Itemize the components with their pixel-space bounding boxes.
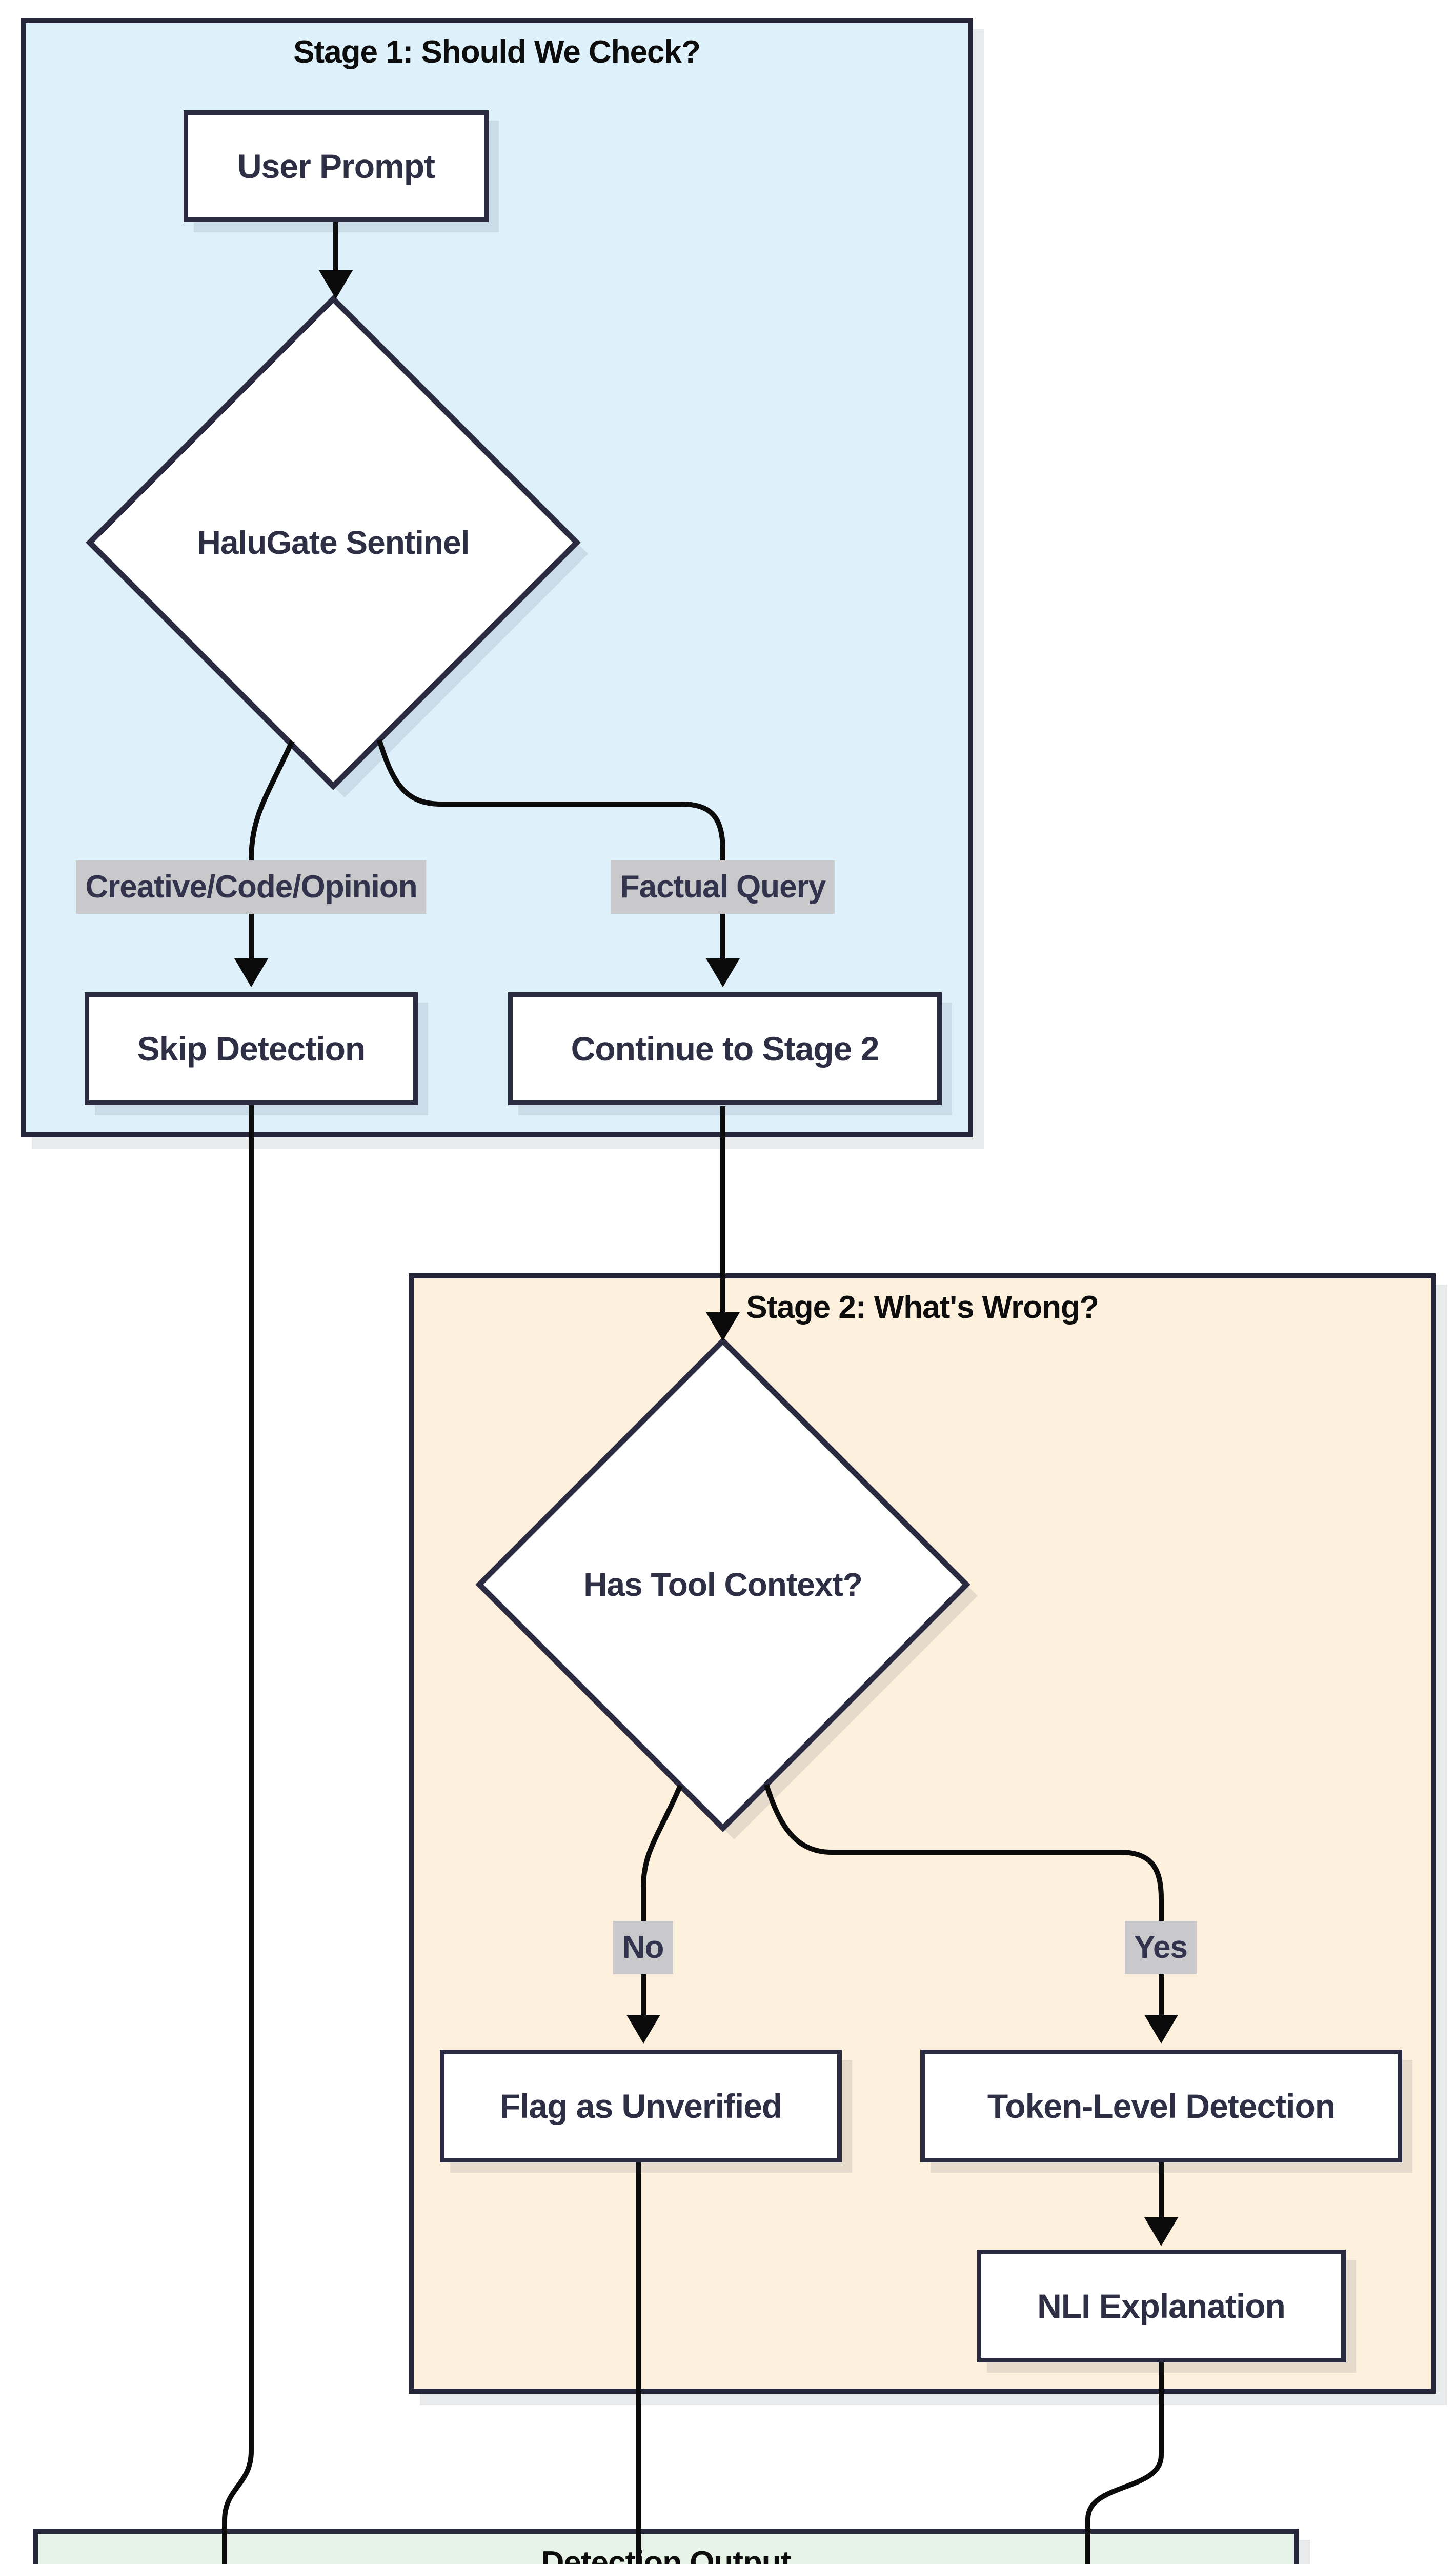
cluster-title-detection-output: Detection Output — [541, 2545, 792, 2564]
edge-sentinel-skip — [249, 739, 295, 958]
edge-toolcontext-token — [764, 1784, 1164, 2015]
edge-sentinel-continue — [377, 739, 725, 958]
node-has-tool-context-label: Has Tool Context? — [583, 1566, 863, 1603]
edge-skip-pass — [222, 1105, 254, 2564]
arrowhead-sentinel — [319, 270, 353, 299]
edge-label-creative-code-opinion: Creative/Code/Opinion — [76, 860, 427, 914]
node-halugate-sentinel-label: HaluGate Sentinel — [197, 524, 470, 561]
diamond-halugate-sentinel — [86, 295, 581, 790]
arrowhead-nli — [1144, 2217, 1178, 2246]
cluster-title-stage1: Stage 1: Should We Check? — [293, 34, 701, 70]
edge-label-yes: Yes — [1125, 1921, 1197, 1974]
edge-label-no: No — [613, 1921, 673, 1974]
node-token-level-detection: Token-Level Detection — [920, 2050, 1402, 2162]
cluster-stage2 — [409, 1273, 1436, 2394]
diamond-has-tool-context — [475, 1337, 970, 1832]
edge-paths — [222, 222, 1164, 2564]
arrowhead-skip — [234, 958, 268, 987]
arrowhead-flag — [626, 2015, 660, 2044]
arrowhead-toolcontext — [706, 1312, 740, 1341]
edge-label-factual-query: Factual Query — [611, 860, 835, 914]
edge-toolcontext-flag — [641, 1785, 683, 2015]
cluster-title-stage2: Stage 2: What's Wrong? — [746, 1290, 1099, 1325]
arrowhead-continue — [706, 958, 740, 987]
node-nli-explanation: NLI Explanation — [977, 2250, 1346, 2362]
edge-nli-report — [1085, 2362, 1164, 2564]
node-skip-detection: Skip Detection — [85, 992, 418, 1105]
arrowhead-token — [1144, 2015, 1178, 2044]
node-continue-to-stage2: Continue to Stage 2 — [508, 992, 942, 1105]
arrowheads — [234, 270, 1178, 2246]
node-user-prompt: User Prompt — [184, 110, 489, 222]
node-flag-as-unverified: Flag as Unverified — [440, 2050, 842, 2162]
